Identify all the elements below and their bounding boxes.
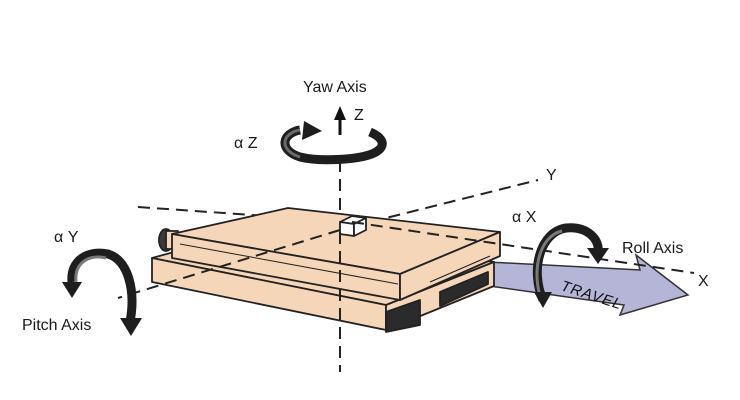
y-axis-label: Y	[546, 167, 557, 184]
carriage-edge	[179, 243, 399, 285]
y-axis-line-lower	[117, 229, 341, 299]
y-axis-line-upper	[369, 179, 539, 223]
carriage-side	[399, 231, 501, 301]
roll-axis-label: Roll Axis	[622, 240, 683, 257]
yaw-axis-label: Yaw Axis	[303, 79, 367, 96]
pitch-axis-label: Pitch Axis	[22, 317, 91, 334]
center-post-front	[339, 221, 355, 237]
alpha-x-label: α X	[512, 209, 537, 226]
axis-lines	[137, 160, 539, 223]
alpha-z-label: α Z	[234, 135, 258, 152]
z-axis-label: Z	[354, 107, 364, 124]
linear-stage	[151, 207, 501, 333]
pitch-rotation-arrow-icon	[62, 248, 142, 336]
carriage-slot	[429, 255, 491, 283]
x-axis-label: X	[698, 273, 709, 290]
x-axis-line-right	[351, 221, 695, 274]
alpha-y-label: α Y	[54, 229, 79, 246]
z-axis-arrow	[334, 106, 346, 135]
rail-block-right	[439, 271, 489, 307]
roll-rotation-arrow-icon	[532, 223, 609, 308]
travel-arrow: TRAVEL	[481, 253, 690, 317]
yaw-rotation-arrow-icon	[280, 121, 387, 165]
axis-lines-front	[117, 221, 695, 372]
rail-block-left	[385, 299, 421, 333]
